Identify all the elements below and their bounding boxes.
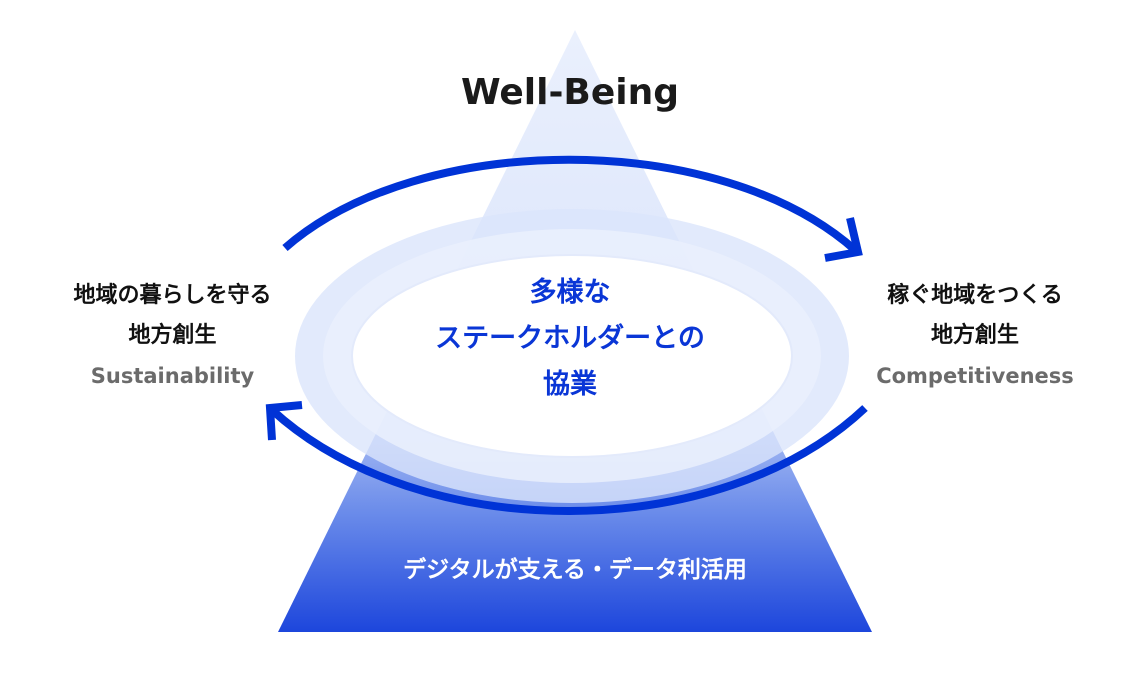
- base-label: デジタルが支える・データ利活用: [403, 557, 747, 583]
- bottom-arrow-head: [265, 401, 303, 441]
- center-line3: 協業: [543, 369, 597, 400]
- left-label-en: Sustainability: [90, 364, 255, 388]
- right-label-en: Competitiveness: [876, 364, 1074, 388]
- well-being-title: Well-Being: [460, 72, 680, 113]
- right-label-line2: 地方創生: [930, 323, 1019, 348]
- left-label: 地域の暮らしを守る 地方創生 Sustainability: [40, 276, 305, 396]
- inner-ellipse: [351, 254, 793, 458]
- right-label-line1: 稼ぐ地域をつくる: [887, 283, 1063, 308]
- top-arrow-head: [824, 217, 863, 262]
- bottom-arrow-arc: [269, 405, 868, 515]
- center-label: 多様な ステークホルダーとの 協業: [370, 270, 770, 408]
- center-line1: 多様な: [529, 277, 611, 308]
- cycle-arrows: [265, 155, 868, 515]
- left-label-line2: 地方創生: [128, 323, 217, 348]
- center-line2: ステークホルダーとの: [435, 323, 705, 354]
- left-label-line1: 地域の暮らしを守る: [73, 283, 272, 308]
- right-label: 稼ぐ地域をつくる 地方創生 Competitiveness: [850, 276, 1100, 396]
- top-arrow-arc: [282, 155, 858, 253]
